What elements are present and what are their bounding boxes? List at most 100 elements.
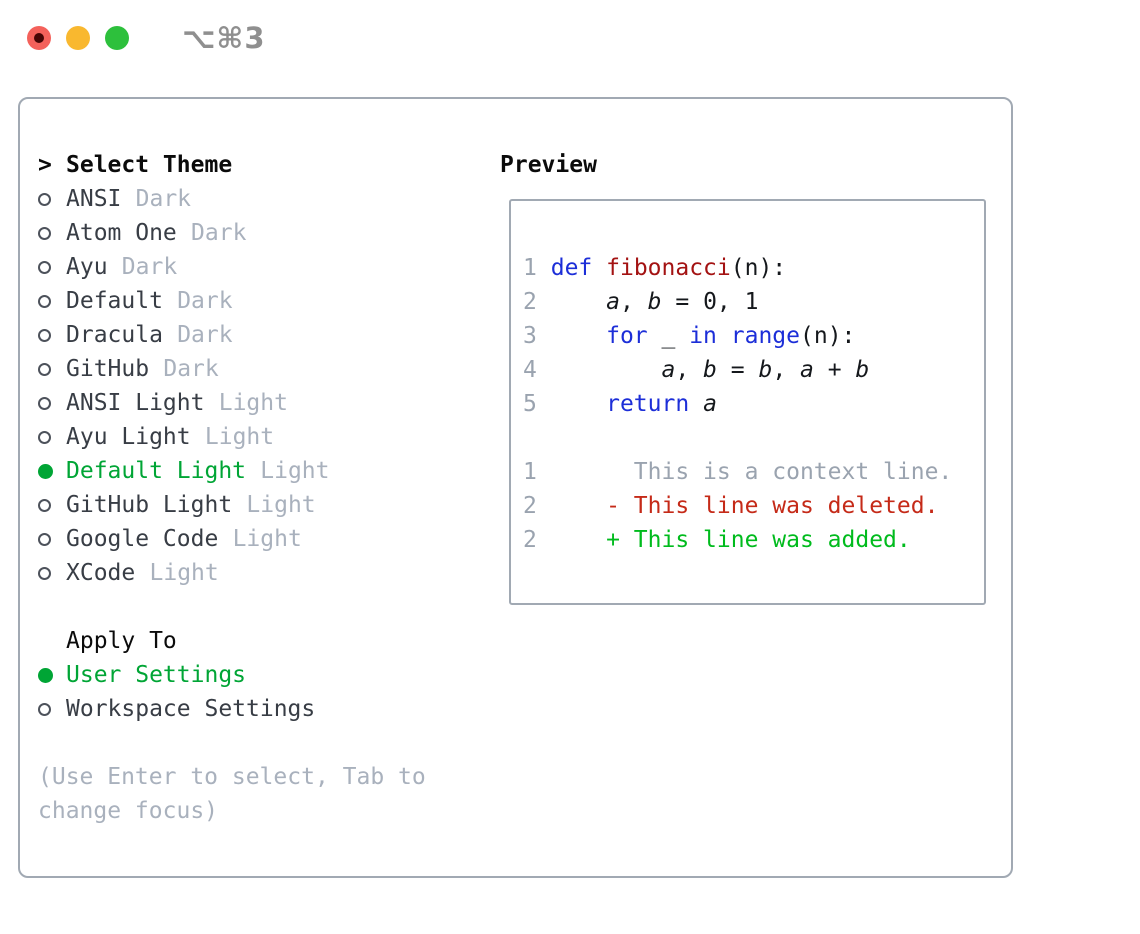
radio-selected-icon	[38, 463, 66, 479]
theme-option[interactable]: XCode Light	[38, 556, 426, 590]
theme-option-name: XCode	[66, 560, 136, 586]
theme-variant-label: Light	[149, 560, 219, 586]
apply-to-heading: Apply To	[38, 624, 426, 658]
code-segment: (n):	[730, 255, 787, 281]
hint-text-line-1: (Use Enter to select, Tab to	[38, 764, 426, 790]
code-segment: return	[606, 391, 690, 417]
code-segment: (n):	[800, 323, 856, 349]
preview-line: 5 return a	[523, 387, 984, 421]
window-titlebar: ⌥⌘3	[0, 0, 1140, 76]
theme-variant-label: Dark	[135, 186, 192, 212]
code-segment: _	[647, 323, 690, 349]
apply-option[interactable]: User Settings	[38, 658, 426, 692]
preview-line: 1 def fibonacci(n):	[523, 251, 984, 285]
line-number: 2	[523, 527, 537, 553]
window-title: ⌥⌘3	[182, 20, 266, 55]
code-segment	[537, 255, 551, 281]
theme-variant-label: Dark	[191, 220, 247, 246]
theme-option[interactable]: ANSI Light Light	[38, 386, 426, 420]
line-number: 4	[523, 357, 537, 383]
theme-option-name: Default Light	[66, 458, 247, 484]
line-number: 2	[523, 493, 537, 519]
theme-option-name: Atom One	[66, 220, 177, 246]
code-segment: def	[550, 255, 593, 281]
code-segment: for	[606, 323, 648, 349]
code-segment: +	[813, 357, 856, 383]
theme-variant-label: Light	[232, 526, 302, 552]
apply-option-name: Workspace Settings	[66, 696, 316, 722]
code-segment: - This line was deleted.	[536, 493, 939, 519]
preview-line: 1 This is a context line.	[523, 455, 984, 489]
code-segment: a	[800, 357, 814, 383]
code-segment: ,	[619, 289, 648, 315]
radio-unselected-icon	[38, 362, 66, 376]
radio-unselected-icon	[38, 260, 66, 274]
code-segment	[537, 289, 606, 315]
radio-unselected-icon	[38, 328, 66, 342]
radio-unselected-icon	[38, 430, 66, 444]
theme-option[interactable]: ANSI Dark	[38, 182, 426, 216]
radio-unselected-icon	[38, 498, 66, 512]
radio-unselected-icon	[38, 566, 66, 580]
code-segment: ,	[675, 357, 704, 383]
line-number: 2	[523, 289, 537, 315]
theme-option-name: Ayu Light	[66, 424, 191, 450]
code-segment: b	[855, 357, 870, 383]
code-segment: a	[703, 391, 717, 417]
apply-option[interactable]: Workspace Settings	[38, 692, 426, 726]
close-button-dot	[34, 33, 44, 43]
theme-variant-label: Dark	[177, 288, 233, 314]
code-segment	[717, 323, 731, 349]
select-theme-heading: > Select Theme	[38, 148, 426, 182]
theme-option[interactable]: GitHub Light Light	[38, 488, 426, 522]
code-segment: in	[689, 323, 717, 349]
theme-option[interactable]: Google Code Light	[38, 522, 426, 556]
hint-text-line-2: change focus)	[38, 798, 219, 824]
theme-variant-label: Light	[246, 492, 316, 518]
theme-variant-label: Dark	[163, 356, 219, 382]
theme-option-name: Ayu	[66, 254, 108, 280]
radio-unselected-icon	[38, 192, 66, 206]
select-theme-label: Select Theme	[66, 152, 233, 178]
code-segment: fibonacci	[606, 255, 731, 281]
theme-option-name: Default	[66, 288, 163, 314]
minimize-button[interactable]	[66, 26, 90, 50]
line-number: 3	[523, 323, 537, 349]
spacer	[38, 590, 426, 624]
code-segment: a	[661, 357, 676, 383]
line-number: 1	[523, 255, 537, 281]
preview-line: 4 a, b = b, a + b	[523, 353, 984, 387]
theme-option-name: GitHub Light	[66, 492, 233, 518]
maximize-button[interactable]	[105, 26, 129, 50]
code-segment: This is a context line.	[536, 459, 953, 485]
line-number: 5	[523, 391, 537, 417]
theme-option-name: Dracula	[66, 322, 163, 348]
code-segment: + This line was added.	[536, 527, 911, 553]
radio-unselected-icon	[38, 532, 66, 546]
code-segment	[537, 323, 606, 349]
theme-option-name: Google Code	[66, 526, 219, 552]
preview-line: 2 a, b = 0, 1	[523, 285, 984, 319]
code-segment	[689, 391, 703, 417]
theme-option[interactable]: Atom One Dark	[38, 216, 426, 250]
theme-variant-label: Light	[218, 390, 288, 416]
theme-option-name: ANSI	[66, 186, 122, 212]
close-button[interactable]	[27, 26, 51, 50]
code-segment	[537, 391, 606, 417]
code-segment	[537, 357, 662, 383]
code-segment: b	[758, 357, 773, 383]
code-segment: range	[730, 323, 801, 349]
theme-option[interactable]: Default Dark	[38, 284, 426, 318]
theme-option-name: ANSI Light	[66, 390, 205, 416]
preview-line: 2 - This line was deleted.	[523, 489, 984, 523]
preview-line	[523, 421, 984, 455]
